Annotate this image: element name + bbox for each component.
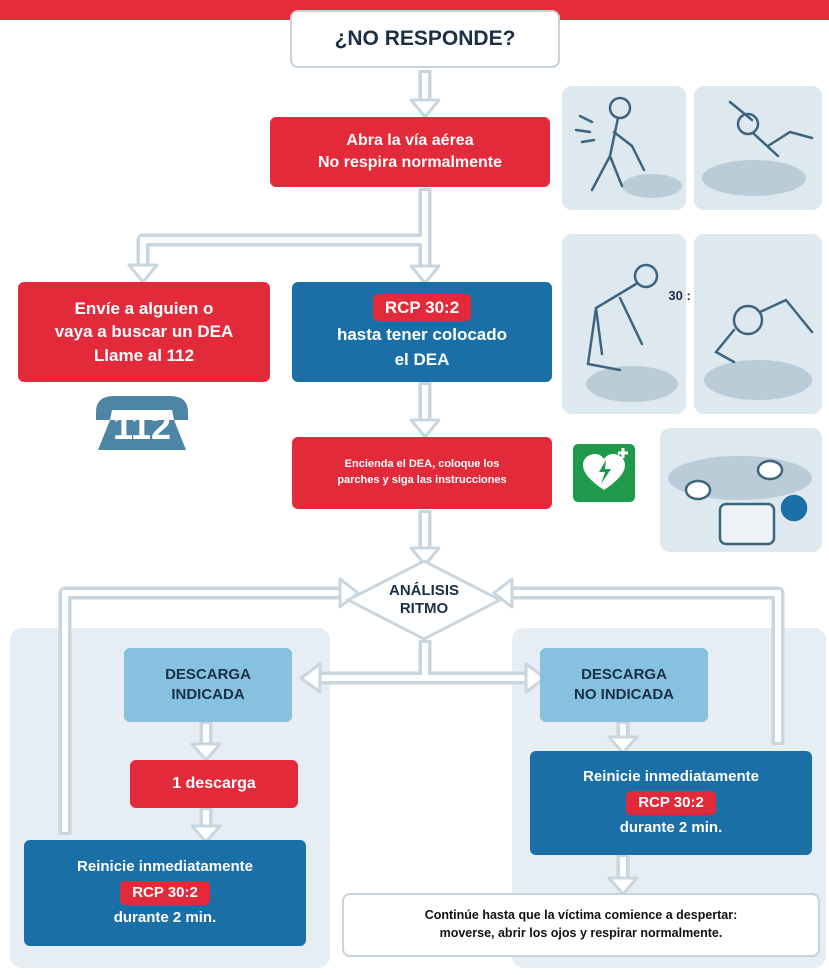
descarga-no-indicada-line-1: DESCARGA bbox=[581, 665, 667, 683]
encienda-line-2: parches y siga las instrucciones bbox=[337, 474, 507, 486]
reinicie-der-box: Reinicie inmediatamente RCP 30:2 durante… bbox=[530, 751, 812, 855]
ratio-label: 30 : 2 bbox=[668, 288, 702, 303]
reinicie-der-badge: RCP 30:2 bbox=[626, 790, 716, 816]
reinicie-der-top: Reinicie inmediatamente bbox=[583, 767, 759, 785]
aed-pads-illustration bbox=[660, 428, 822, 552]
continue-line-1: Continúe hasta que la víctima comience a… bbox=[424, 908, 738, 923]
descarga-indicada-line-2: INDICADA bbox=[171, 685, 245, 703]
reinicie-izq-badge: RCP 30:2 bbox=[120, 880, 210, 906]
descarga-indicada-box: DESCARGA INDICADA bbox=[124, 648, 292, 722]
abra-via-line-2: No respira normalmente bbox=[317, 154, 503, 171]
envie-line-2: vaya a buscar un DEA bbox=[54, 322, 234, 342]
encienda-box: Encienda el DEA, coloque los parches y s… bbox=[292, 437, 552, 509]
abra-via-line-1: Abra la vía aérea bbox=[346, 132, 474, 149]
analisis-label: ANÁLISIS RITMO bbox=[358, 570, 490, 630]
airway-check-illustration bbox=[694, 86, 822, 210]
phone-number: 112 bbox=[112, 406, 172, 447]
chest-compression-illustration bbox=[562, 234, 686, 414]
continue-line-2: moverse, abrir los ojos y respirar norma… bbox=[439, 926, 723, 940]
descarga-indicada-line-1: DESCARGA bbox=[165, 665, 251, 683]
una-descarga-label: 1 descarga bbox=[172, 775, 256, 792]
rcp-inicial-box: RCP 30:2 hasta tener colocado el DEA bbox=[292, 282, 552, 382]
envie-line-1: Envíe a alguien o bbox=[74, 299, 214, 319]
reinicie-izq-box: Reinicie inmediatamente RCP 30:2 durante… bbox=[24, 840, 306, 946]
analisis-line-1: ANÁLISIS bbox=[388, 582, 459, 599]
analisis-line-2: RITMO bbox=[399, 600, 449, 617]
shake-victim-illustration bbox=[562, 86, 686, 210]
descarga-no-indicada-box: DESCARGA NO INDICADA bbox=[540, 648, 708, 722]
encienda-line-1: Encienda el DEA, coloque los bbox=[344, 458, 500, 471]
una-descarga-box: 1 descarga bbox=[130, 760, 298, 808]
no-responde-box: ¿NO RESPONDE? bbox=[290, 10, 560, 68]
reinicie-izq-top: Reinicie inmediatamente bbox=[77, 857, 253, 875]
aed-heart-icon bbox=[573, 444, 635, 502]
analisis-diamond bbox=[344, 559, 504, 641]
rcp-inicial-line-2: el DEA bbox=[394, 349, 450, 369]
envie-line-3: Llame al 112 bbox=[93, 345, 195, 365]
descarga-no-indicada-line-2: NO INDICADA bbox=[574, 685, 674, 703]
abra-via-box: Abra la vía aérea No respira normalmente bbox=[270, 117, 550, 187]
reinicie-izq-bottom: durante 2 min. bbox=[113, 909, 217, 927]
rescue-breath-illustration bbox=[694, 234, 822, 414]
continue-box: Continúe hasta que la víctima comience a… bbox=[342, 893, 820, 957]
rcp-badge: RCP 30:2 bbox=[372, 294, 472, 322]
phone-icon: 112 bbox=[92, 390, 192, 456]
reinicie-der-bottom: durante 2 min. bbox=[619, 819, 723, 837]
no-responde-label: ¿NO RESPONDE? bbox=[334, 26, 516, 50]
envie-box: Envíe a alguien o vaya a buscar un DEA L… bbox=[18, 282, 270, 382]
rcp-inicial-line-1: hasta tener colocado bbox=[336, 325, 508, 345]
